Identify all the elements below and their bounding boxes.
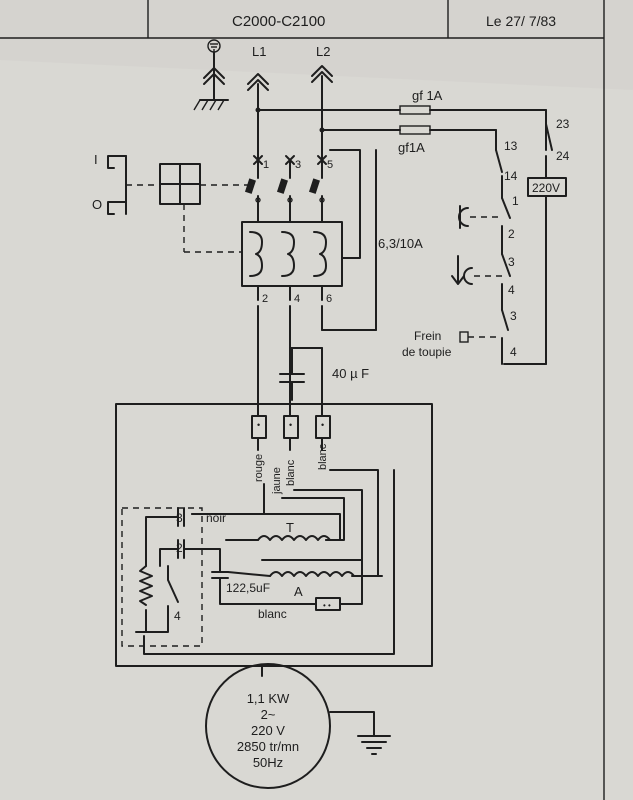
terminal-23: 23: [556, 117, 570, 131]
terminal-4: 4: [508, 283, 515, 297]
brake-label-line2: de toupie: [402, 345, 452, 359]
winding-t-label: T: [286, 520, 294, 535]
winding-a-label: A: [294, 584, 303, 599]
main-switch-contacts: 1 3 5: [244, 155, 333, 223]
terminal-1: 1: [512, 194, 519, 208]
wire-blanc-label-2: blanc: [317, 443, 329, 470]
motor: 1,1 KW 2~ 220 V 2850 tr/mn 50Hz: [205, 663, 391, 789]
control-circuit: 23 24 220V 13 14 1 2 3 4 3 4 Frein: [402, 117, 570, 365]
protection-rating: 6,3/10A: [378, 236, 423, 251]
wire-blanc-label-1: blanc: [285, 459, 297, 486]
svg-text:•: •: [321, 420, 324, 430]
winding-t-icon: [257, 535, 331, 541]
ground-icon: [357, 735, 391, 755]
diagram-date: Le 27/ 7/83: [486, 13, 556, 29]
switch-term-5: 5: [327, 159, 333, 171]
run-capacitor-value: 40 µ F: [332, 366, 369, 381]
terminal-3: 3: [508, 255, 515, 269]
motor-speed: 2850 tr/mn: [237, 739, 299, 754]
wire-rouge-label: rouge: [253, 454, 265, 482]
motor-phase: 2~: [261, 707, 276, 722]
winding-a-icon: [269, 571, 355, 577]
motor-frequency: 50Hz: [253, 755, 283, 770]
position-off-label: O: [92, 197, 102, 212]
terminal-24: 24: [556, 149, 570, 163]
terminal-13: 13: [504, 139, 518, 153]
wire-jaune-label: jaune: [271, 467, 283, 495]
terminal-4b: 4: [510, 345, 517, 359]
motor-feed-wiring: 40 µ F: [257, 149, 377, 417]
switch-term-1: 1: [263, 159, 269, 171]
fuse-2-label: gf1A: [398, 140, 425, 155]
title-block: C2000-C2100 Le 27/ 7/83: [0, 0, 605, 800]
svg-text:•: •: [289, 420, 292, 430]
relay-coil-label: 220V: [532, 181, 560, 195]
power-wiring: [255, 75, 547, 161]
fuse-2: gf1A: [398, 125, 431, 155]
wire-blanc-label-3: blanc: [258, 607, 287, 621]
switch-contact-3: 3: [176, 511, 183, 525]
motor-protection-block: 6,3/10A 2 4 6: [183, 149, 423, 305]
switch-contact-2: 2: [176, 541, 183, 555]
l1-plug-icon: [247, 73, 269, 91]
start-pushbutton-icon: [451, 255, 465, 285]
l2-label: L2: [316, 44, 330, 59]
switch-term-3: 3: [295, 159, 301, 171]
fuse-1: gf 1A: [399, 88, 443, 115]
fuse-1-label: gf 1A: [412, 88, 443, 103]
l2-plug-icon: [311, 65, 333, 83]
motor-terminal-box: • • • rouge jaune blanc blanc 3 2 4 noir: [115, 403, 433, 667]
svg-text:• •: • •: [323, 601, 331, 610]
switch-term-2: 2: [262, 293, 268, 305]
selector-switch: I O: [92, 152, 248, 215]
terminal-14: 14: [504, 169, 518, 183]
motor-circle: [205, 663, 331, 789]
wire-noir-label: noir: [206, 511, 226, 525]
switch-contact-4: 4: [174, 609, 181, 623]
motor-power: 1,1 KW: [247, 691, 290, 706]
centrifugal-switch-area: [121, 507, 203, 647]
start-capacitor-value: 122,5uF: [226, 581, 270, 595]
motor-voltage: 220 V: [251, 723, 285, 738]
terminal-2: 2: [508, 227, 515, 241]
switch-term-4: 4: [294, 293, 300, 305]
terminal-3b: 3: [510, 309, 517, 323]
brake-label-line1: Frein: [414, 329, 441, 343]
earth-supply-icon: [193, 39, 229, 111]
switch-term-6: 6: [326, 293, 332, 305]
diagram-title: C2000-C2100: [232, 13, 325, 30]
l1-label: L1: [252, 44, 266, 59]
resistor-icon: [139, 565, 153, 606]
position-on-label: I: [94, 152, 98, 167]
svg-text:•: •: [257, 420, 260, 430]
